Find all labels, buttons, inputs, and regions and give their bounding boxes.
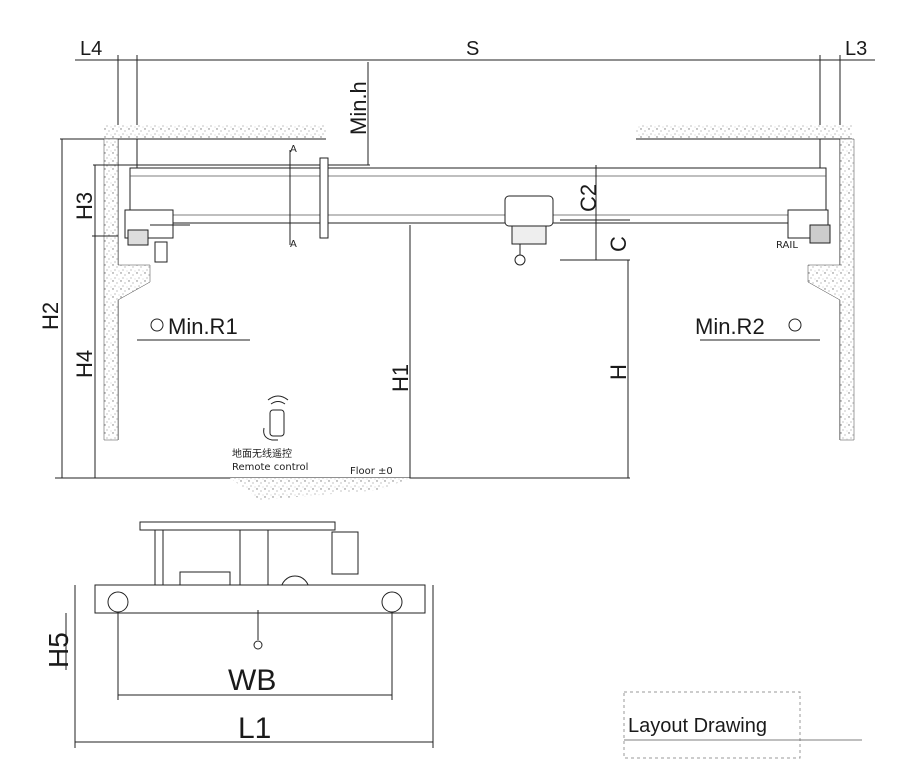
remote-label-en: Remote control (232, 462, 308, 473)
section-mark-top: A (290, 144, 297, 155)
remote-control-icon (263, 395, 289, 441)
floor-hatch (230, 478, 410, 500)
dim-c-label: C (606, 236, 631, 252)
dim-h-label: H (606, 364, 631, 380)
dim-min-r1-label: Min.R1 (168, 314, 238, 339)
right-end-carriage (787, 209, 831, 244)
end-beam (94, 584, 426, 614)
elevation-view: L4 S L3 Min.h H3 H2 H4 A A (38, 38, 875, 500)
ceiling-right (636, 125, 852, 139)
wheel-right (381, 591, 403, 613)
dim-l3-label: L3 (845, 38, 867, 60)
remote-label-cn: 地面无线遥控 (232, 447, 292, 460)
left-end-carriage (124, 209, 190, 263)
dim-min-h-label: Min.h (346, 81, 371, 135)
electric-hoist (504, 195, 554, 266)
rail-label: RAIL (776, 240, 798, 251)
dim-h4-label: H4 (72, 350, 97, 378)
floor-label: Floor ±0 (350, 466, 393, 477)
dim-s-label: S (466, 38, 479, 60)
trolley-frame (139, 521, 336, 531)
dim-c2-label: C2 (576, 184, 601, 212)
wheel-left (107, 591, 129, 613)
main-girder (129, 167, 827, 224)
side-view: H5 WB L1 (43, 521, 434, 748)
wall-left (103, 138, 151, 441)
dim-h2-label: H2 (38, 302, 63, 330)
dim-h3-label: H3 (72, 192, 97, 220)
legend-box (623, 691, 801, 759)
legend-title: Layout Drawing (628, 715, 767, 737)
dim-l4-label: L4 (80, 38, 102, 60)
dim-min-r2-label: Min.R2 (695, 314, 765, 339)
dim-wb-label: WB (228, 664, 276, 697)
ceiling-left (104, 125, 326, 139)
wall-right (807, 138, 855, 441)
dim-h5-label: H5 (43, 632, 74, 668)
dim-l1-label: L1 (238, 712, 271, 745)
dim-h1-label: H1 (388, 364, 413, 392)
section-mark-bottom: A (290, 239, 297, 250)
